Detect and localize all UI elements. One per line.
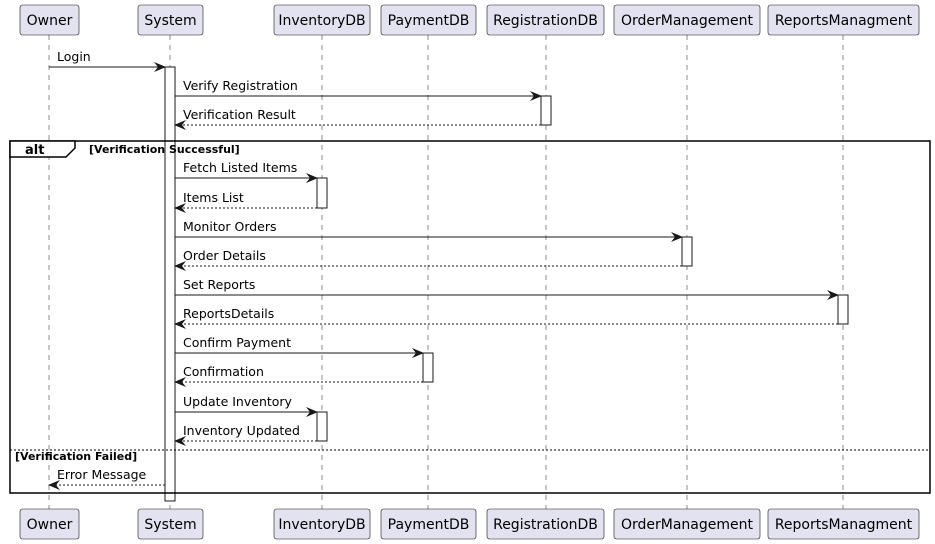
activation-bar-paymentdb xyxy=(422,352,434,383)
participant-label: PaymentDB xyxy=(388,13,470,29)
participant-label: RegistrationDB xyxy=(493,517,598,533)
message-label: Items List xyxy=(183,190,244,205)
participant-box xyxy=(486,508,605,540)
activation-bar-reportsmanagment xyxy=(837,294,849,325)
message-label: Verification Result xyxy=(183,107,296,122)
message-label: Error Message xyxy=(57,467,147,482)
message-label: ReportsDetails xyxy=(183,306,274,321)
participant-reportsmanagment-top: ReportsManagment xyxy=(767,4,920,36)
message-label: Confirm Payment xyxy=(183,335,291,350)
participant-box xyxy=(19,4,80,36)
message-label: Update Inventory xyxy=(183,394,293,409)
participant-box xyxy=(137,4,204,36)
participant-label: OrderManagement xyxy=(621,13,754,29)
participant-ordermanagement-top: OrderManagement xyxy=(613,4,761,36)
activation-bar-system xyxy=(164,66,176,502)
participant-label: Owner xyxy=(27,13,73,29)
activation-bar-inventorydb xyxy=(316,177,328,209)
alt-frame-tab xyxy=(9,140,76,158)
participant-box xyxy=(613,4,761,36)
message-8: ReportsDetails xyxy=(174,306,838,329)
activation-bar-inventorydb xyxy=(316,411,328,442)
participant-owner-top: Owner xyxy=(19,4,80,36)
participant-box xyxy=(19,508,80,540)
message-0: Login xyxy=(49,49,166,72)
participant-label: InventoryDB xyxy=(278,517,365,533)
participant-label: OrderManagement xyxy=(621,517,754,533)
message-label: Confirmation xyxy=(183,364,264,379)
message-label: Verify Registration xyxy=(183,78,298,93)
participant-owner-bottom: Owner xyxy=(19,508,80,540)
participant-system-top: System xyxy=(137,4,204,36)
alt-frame xyxy=(9,140,931,494)
participant-label: Owner xyxy=(27,517,73,533)
message-6: Order Details xyxy=(174,248,682,271)
participant-registrationdb-bottom: RegistrationDB xyxy=(486,508,605,540)
participant-registrationdb-top: RegistrationDB xyxy=(486,4,605,36)
participant-label: InventoryDB xyxy=(278,13,365,29)
message-3: Fetch Listed Items xyxy=(175,160,318,183)
participant-box xyxy=(767,4,920,36)
activation-bar-ordermanagement xyxy=(681,236,693,267)
message-10: Confirmation xyxy=(174,364,423,387)
participant-label: ReportsManagment xyxy=(775,13,913,29)
message-7: Set Reports xyxy=(175,277,839,300)
participant-label: System xyxy=(144,13,196,29)
alt-keyword: alt xyxy=(25,143,44,158)
participant-box xyxy=(380,508,477,540)
participant-box xyxy=(613,508,761,540)
participant-label: PaymentDB xyxy=(388,517,470,533)
participant-box xyxy=(273,508,371,540)
participant-box xyxy=(137,508,204,540)
participant-label: RegistrationDB xyxy=(493,13,598,29)
message-label: Order Details xyxy=(183,248,266,263)
message-label: Inventory Updated xyxy=(183,423,300,438)
participant-paymentdb-top: PaymentDB xyxy=(380,4,477,36)
participant-paymentdb-bottom: PaymentDB xyxy=(380,508,477,540)
message-2: Verification Result xyxy=(174,107,541,130)
participant-system-bottom: System xyxy=(137,508,204,540)
message-label: Monitor Orders xyxy=(183,219,277,234)
message-11: Update Inventory xyxy=(175,394,318,417)
participant-reportsmanagment-bottom: ReportsManagment xyxy=(767,508,920,540)
message-5: Monitor Orders xyxy=(175,219,683,242)
message-9: Confirm Payment xyxy=(175,335,424,358)
message-13: Error Message xyxy=(48,467,165,490)
participant-ordermanagement-bottom: OrderManagement xyxy=(613,508,761,540)
activation-bar-registrationdb xyxy=(540,95,552,126)
participant-box xyxy=(767,508,920,540)
participant-inventorydb-top: InventoryDB xyxy=(273,4,371,36)
participant-box xyxy=(273,4,371,36)
message-12: Inventory Updated xyxy=(174,423,317,446)
participant-inventorydb-bottom: InventoryDB xyxy=(273,508,371,540)
guard-failure: [Verification Failed] xyxy=(15,450,137,463)
participant-box xyxy=(380,4,477,36)
participant-label: ReportsManagment xyxy=(775,517,913,533)
message-4: Items List xyxy=(174,190,317,213)
message-label: Login xyxy=(57,49,91,64)
message-label: Set Reports xyxy=(183,277,255,292)
participant-label: System xyxy=(144,517,196,533)
participant-box xyxy=(486,4,605,36)
guard-success: [Verification Successful] xyxy=(89,143,240,156)
message-1: Verify Registration xyxy=(175,78,542,101)
message-label: Fetch Listed Items xyxy=(183,160,297,175)
